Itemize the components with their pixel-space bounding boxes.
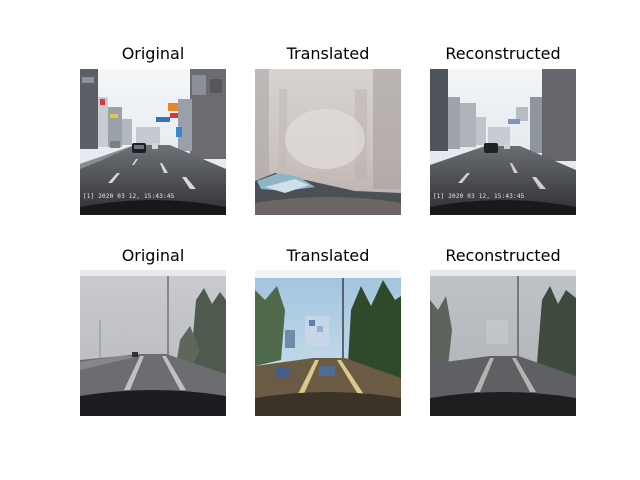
timestamp-overlay: [1] 2020 03 12, 15:43:45 xyxy=(83,193,175,200)
foggy-highway-reconstructed-image xyxy=(430,270,576,416)
panel-title-row1-reconstructed: Reconstructed xyxy=(445,44,561,63)
foggy-highway-translated-image xyxy=(255,270,401,416)
city-street-image xyxy=(80,69,226,215)
image-row1-reconstructed: [1] 2020 03 12, 15:43:45 xyxy=(430,69,576,215)
panel-title-row2-original: Original xyxy=(121,246,185,265)
city-street-reconstructed-image xyxy=(430,69,576,215)
image-row2-reconstructed xyxy=(430,270,576,416)
timestamp-overlay: [1] 2020 03 12, 15:43:45 xyxy=(433,193,525,200)
panel-title-row1-original: Original xyxy=(121,44,185,63)
panel-title-row2-reconstructed: Reconstructed xyxy=(445,246,561,265)
image-row1-original: [1] 2020 03 12, 15:43:45 xyxy=(80,69,226,215)
image-row1-translated xyxy=(255,69,401,215)
image-row2-original xyxy=(80,270,226,416)
city-street-translated-image xyxy=(255,69,401,215)
panel-title-row1-translated: Translated xyxy=(286,44,370,63)
image-row2-translated xyxy=(255,270,401,416)
panel-title-row2-translated: Translated xyxy=(286,246,370,265)
foggy-highway-image xyxy=(80,270,226,416)
